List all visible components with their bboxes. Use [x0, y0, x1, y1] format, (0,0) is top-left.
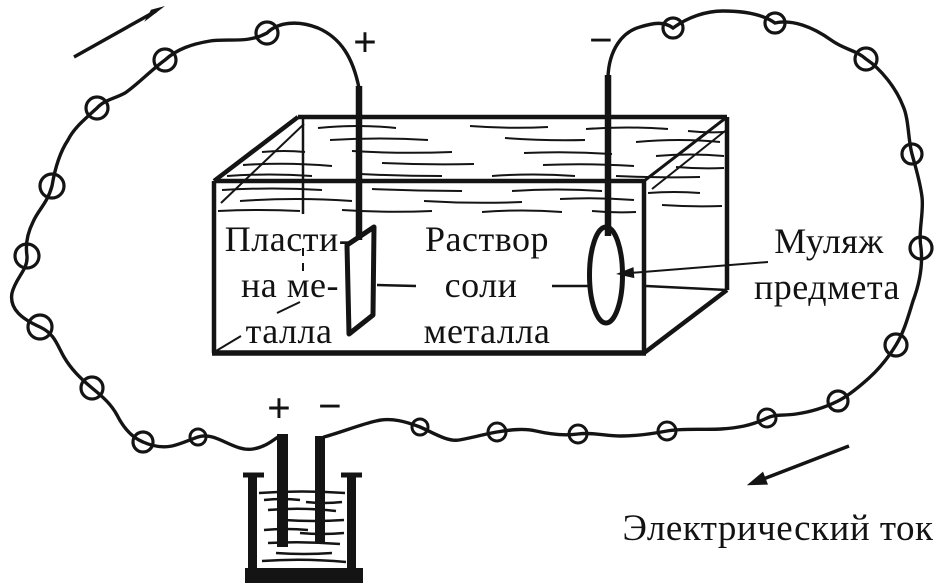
label-electric-current: Электрический ток — [622, 508, 934, 549]
beaker-water — [258, 490, 347, 564]
cathode-minus-sign: − — [589, 18, 613, 64]
mold-pointer-arrow — [616, 261, 769, 279]
current-direction-arrow-top — [73, 6, 165, 59]
label-metal-plate-line2: на ме- — [241, 265, 339, 305]
label-mold: Муляж предмета — [754, 221, 900, 307]
water-surface — [217, 125, 725, 214]
beaker-base — [245, 568, 363, 583]
label-solution-line2: соли — [445, 265, 518, 305]
battery-minus-sign: − — [318, 384, 342, 430]
label-solution: Раствор соли металла — [424, 219, 551, 351]
label-metal-plate-line1: Пласти- — [225, 219, 351, 259]
label-solution-line3: металла — [424, 311, 551, 351]
battery-beaker — [243, 434, 363, 583]
metal-plate — [344, 224, 377, 337]
label-mold-line1: Муляж — [774, 221, 884, 261]
label-solution-line1: Раствор — [425, 219, 549, 259]
label-mold-line2: предмета — [754, 267, 900, 307]
mold-ellipse — [587, 224, 625, 326]
anode-coil-wire — [9, 20, 361, 454]
cathode-coil-wire — [322, 9, 934, 445]
label-metal-plate: Пласти- на ме- талла — [225, 219, 351, 351]
current-direction-arrow-bottom — [746, 444, 850, 486]
battery-plus-sign: + — [267, 386, 291, 432]
label-metal-plate-line3: талла — [246, 311, 333, 351]
anode-plus-sign: + — [353, 20, 377, 66]
